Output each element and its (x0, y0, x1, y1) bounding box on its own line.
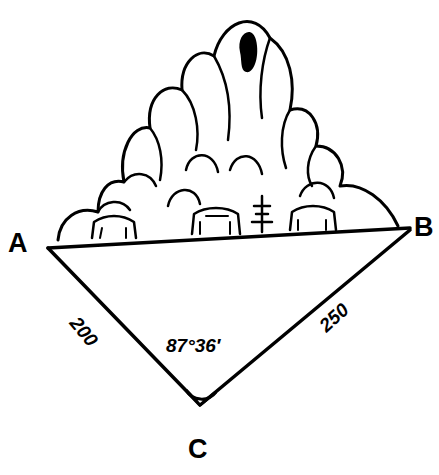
angle-label: 87°36′ (166, 336, 220, 355)
point-label: A (8, 230, 28, 257)
point-label: B (414, 214, 434, 241)
point-label: C (188, 436, 208, 463)
length-label: 200 (66, 313, 101, 349)
